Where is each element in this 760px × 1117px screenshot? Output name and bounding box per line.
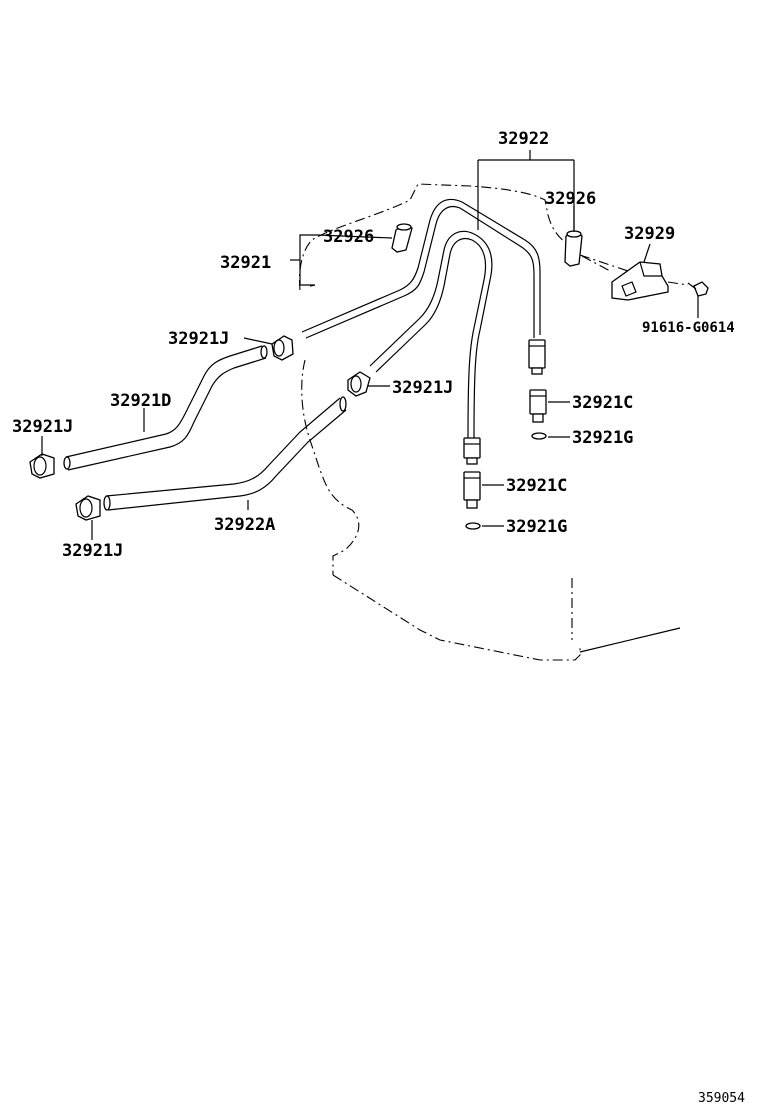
reference-number: 359054: [698, 1091, 745, 1106]
label-32921G-upper: 32921G: [572, 428, 633, 448]
fitting-lower-center: [463, 437, 481, 465]
label-32921C-upper: 32921C: [572, 393, 633, 413]
hose-32921D: [63, 345, 268, 471]
grommet-32926-right: [564, 230, 583, 267]
label-32922: 32922: [498, 129, 549, 149]
label-32921D: 32921D: [110, 391, 171, 411]
label-91616-G0614: 91616-G0614: [642, 320, 735, 336]
label-32921G-lower: 32921G: [506, 517, 567, 537]
hose-32922A: [103, 396, 347, 511]
gasket-32921G-lower: [465, 522, 481, 530]
label-32921: 32921: [220, 253, 271, 273]
label-32926-right: 32926: [545, 189, 596, 209]
clamp-32921J-left: [29, 453, 55, 479]
bolt-alignment-line: [667, 281, 689, 286]
clamp-32921J-bottom: [75, 495, 101, 521]
label-32926-left: 32926: [323, 227, 374, 247]
clamp-32921J-right: [347, 371, 371, 397]
bolt-91616: [687, 281, 709, 297]
union-32921C-lower: [463, 471, 481, 509]
fitting-upper-right: [528, 339, 546, 375]
bracket-alignment-line: [581, 255, 613, 273]
union-32921C-upper: [529, 389, 547, 423]
engine-outline: [298, 183, 681, 661]
bracket-32929: [611, 261, 669, 301]
label-32921J-mid: 32921J: [168, 329, 229, 349]
rigid-line-32922: [369, 230, 493, 441]
leader-lines: [41, 150, 699, 540]
clamp-32921J-mid: [271, 335, 294, 361]
label-32929: 32929: [624, 224, 675, 244]
grommet-32926-left: [391, 223, 413, 253]
label-32921C-lower: 32921C: [506, 476, 567, 496]
label-32922A: 32922A: [214, 515, 275, 535]
label-32921J-right: 32921J: [392, 378, 453, 398]
label-32921J-left: 32921J: [12, 417, 73, 437]
label-32921J-bottom: 32921J: [62, 541, 123, 561]
rigid-line-32921: [301, 198, 541, 339]
gasket-32921G-upper: [531, 432, 547, 440]
